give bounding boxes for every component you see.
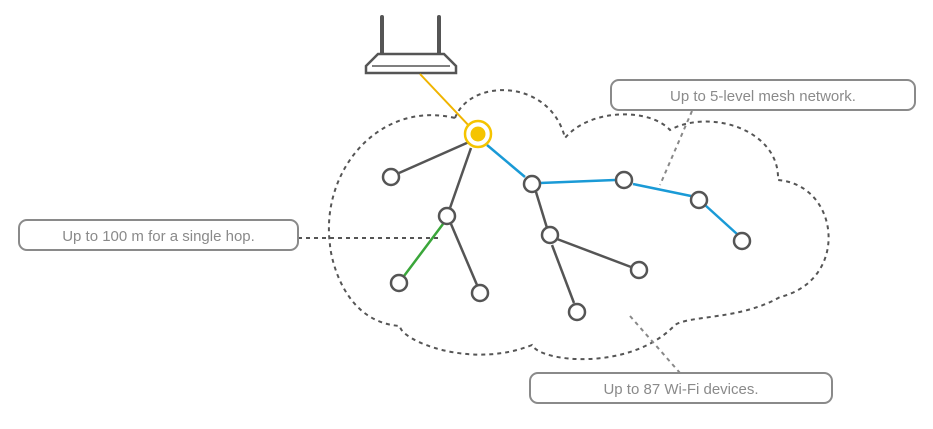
mesh-path-link	[632, 182, 692, 198]
mesh-node	[470, 283, 490, 303]
mesh-node	[381, 167, 401, 187]
mesh-levels-callout-text: Up to 5-level mesh network.	[670, 88, 856, 105]
mesh-node	[437, 206, 457, 226]
wifi-router-icon	[364, 15, 458, 75]
mesh-node	[689, 190, 709, 210]
mesh-path-link	[486, 144, 526, 178]
single-hop-callout-text: Up to 100 m for a single hop.	[62, 228, 255, 245]
mesh-node	[389, 273, 409, 293]
mesh-node	[614, 170, 634, 190]
single-hop-link	[403, 223, 444, 277]
mesh-link	[534, 191, 549, 229]
router-uplink	[419, 73, 473, 130]
devices-callout: Up to 87 Wi-Fi devices.	[529, 372, 833, 404]
mesh-link	[449, 223, 479, 286]
mesh-levels-leader	[659, 110, 693, 186]
mesh-link	[398, 140, 470, 175]
mesh-node	[567, 302, 587, 322]
coverage-cloud	[327, 89, 830, 361]
mesh-link	[550, 244, 576, 304]
mesh-node	[732, 231, 752, 251]
root-node	[463, 119, 493, 149]
mesh-link	[556, 237, 632, 269]
mesh-path-link	[539, 178, 616, 185]
devices-leader	[629, 315, 681, 374]
mesh-levels-callout: Up to 5-level mesh network.	[610, 79, 916, 111]
mesh-path-link	[704, 204, 738, 235]
mesh-link	[448, 147, 473, 209]
devices-callout-text: Up to 87 Wi-Fi devices.	[603, 381, 758, 398]
mesh-node	[629, 260, 649, 280]
single-hop-callout: Up to 100 m for a single hop.	[18, 219, 299, 251]
mesh-node	[540, 225, 560, 245]
mesh-node	[522, 174, 542, 194]
